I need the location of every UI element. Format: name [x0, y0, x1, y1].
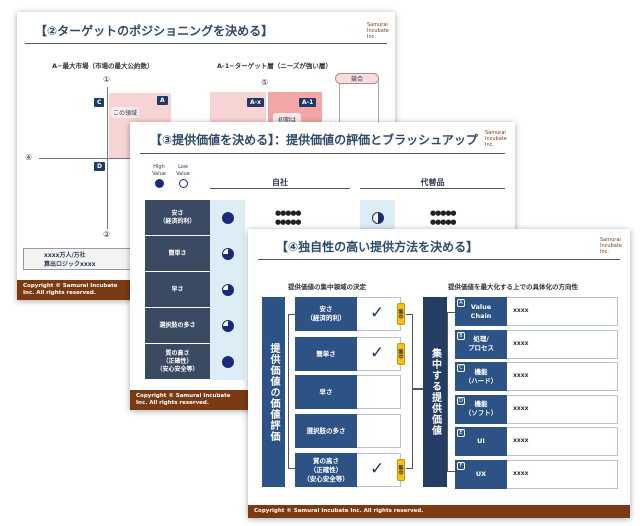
axis-label-2: ② — [103, 230, 111, 239]
slide-title: 【③提供価値を決める】：提供価値の評価とブラッシュアップ — [150, 133, 478, 147]
criterion-label: 簡単さ — [145, 236, 210, 271]
direction-letter: F — [457, 461, 465, 470]
criterion-label: 安さ （経済的利） — [145, 200, 210, 235]
company-logo: Samurai Incubate Inc. — [485, 130, 507, 148]
value-label: 早さ — [295, 375, 357, 409]
divider — [258, 259, 620, 260]
value-label: 質の高さ （正確性） （安心安全等） — [295, 453, 357, 487]
heading-max-market: A−最大市場（市場の最大公約数） — [52, 62, 154, 70]
heading-target-layer: A-1−ターゲット層（ニーズが強い層） — [217, 62, 332, 70]
divider — [25, 43, 387, 44]
self-score-cell — [210, 344, 245, 380]
self-note: ●●●●● ●●●●● — [275, 209, 302, 226]
self-score-cell — [210, 200, 245, 236]
direction-value: xxxx — [513, 372, 529, 379]
legend-low: Low Value — [172, 164, 194, 189]
competitor-label: 競合 — [335, 73, 379, 84]
direction-label: 処理/ プロセス — [455, 329, 507, 359]
alt-note: ●●●●● ●●●●● — [430, 209, 457, 226]
criterion-label: 選択肢の多さ — [145, 308, 210, 343]
slide-title: 【②ターゲットのポジショニングを決める】 — [35, 24, 274, 38]
direction-label: 機能 （ハード） — [455, 362, 507, 391]
bracket-directions — [447, 312, 455, 472]
half-value-icon — [371, 212, 384, 224]
focus-badge: 集中 — [397, 303, 405, 325]
note-a: この領域 — [111, 107, 140, 118]
footer-copyright: Copyright © Samurai Incubate Inc. All ri… — [136, 393, 231, 406]
quadrant-tag-c: C — [94, 98, 105, 107]
value-evaluation-bar: 提供価値の価値評価 — [262, 297, 285, 487]
value-label: 安さ （経済的利） — [295, 297, 357, 331]
legend-high: High Value — [148, 164, 170, 189]
focused-value-bar: 集中する提供価値 — [423, 297, 447, 487]
check-icon: ✓ — [370, 303, 385, 323]
legend-high-label: High Value — [152, 164, 166, 177]
high-value-icon — [154, 179, 164, 188]
direction-value: xxxx — [513, 307, 529, 314]
company-logo: Samurai Incubate Inc. — [600, 237, 622, 255]
criterion-label: 質の高さ （正確性） （安心安全等） — [145, 344, 210, 379]
score-pie-icon — [221, 320, 234, 332]
score-pie-icon — [221, 212, 234, 224]
score-pie-icon — [221, 248, 234, 260]
slide-delivery-method[interactable]: 【④独自性の高い提供方法を決める】 Samurai Incubate Inc. … — [248, 229, 630, 518]
score-pie-icon — [221, 284, 234, 296]
low-value-icon — [178, 179, 188, 188]
direction-letter: B — [457, 331, 465, 340]
score-pie-icon — [221, 356, 234, 368]
check-icon: ✓ — [370, 459, 385, 479]
column-self: 自社 — [210, 177, 350, 189]
heading-direction: 提供価値を最大化する上での具体化の方向性 — [448, 283, 578, 291]
direction-value: xxxx — [513, 404, 529, 412]
legend-low-label: Low Value — [176, 164, 190, 177]
divider — [140, 153, 505, 154]
quadrant-tag-ax: A-x — [247, 98, 265, 107]
market-size: xxxx万人/万社 — [44, 252, 86, 259]
direction-label: UX — [455, 459, 507, 489]
focus-badge: 集中 — [397, 343, 405, 365]
footer-copyright: Copyright © Samurai Incubate Inc. All ri… — [248, 505, 630, 518]
self-score-cell — [210, 272, 245, 308]
direction-letter: E — [457, 429, 465, 437]
quadrant-tag-a: A — [157, 96, 168, 105]
bracket-right — [406, 314, 413, 469]
quadrant-tag-d: D — [94, 162, 105, 171]
quadrant-tag-a1: A-1 — [299, 98, 317, 107]
value-label: 簡単さ — [295, 337, 357, 371]
direction-value: xxxx — [513, 437, 529, 444]
direction-value: xxxx — [513, 469, 529, 477]
check-icon: ✓ — [370, 343, 385, 363]
axis-label-4: ④ — [25, 153, 33, 162]
direction-label: 機能 （ソフト） — [455, 394, 507, 424]
axis-label-5: ⑤ — [261, 78, 269, 87]
focus-badge: 集中 — [397, 459, 405, 481]
value-label: 選択肢の多さ — [295, 414, 357, 448]
bracket-left — [288, 314, 295, 469]
direction-value: xxxx — [513, 339, 529, 347]
calc-logic: 算出ロジックxxxx — [44, 261, 96, 268]
direction-label: UI — [455, 427, 507, 456]
company-logo: Samurai Incubate Inc. — [367, 22, 389, 40]
direction-letter: D — [457, 396, 465, 405]
direction-letter: C — [457, 364, 465, 372]
self-score-cell — [210, 308, 245, 344]
self-score-cell — [210, 236, 245, 272]
axis-label-1: ① — [103, 75, 111, 84]
direction-letter: A — [457, 299, 465, 307]
criterion-label: 早さ — [145, 272, 210, 307]
heading-focus-area: 提供価値の集中領域の決定 — [288, 283, 366, 291]
direction-label: Value Chain — [455, 297, 507, 326]
arrow-connector — [413, 388, 423, 390]
slide-title: 【④独自性の高い提供方法を決める】 — [276, 240, 479, 254]
column-alternative: 代替品 — [360, 177, 505, 189]
footer-copyright: Copyright © Samurai Incubate Inc. All ri… — [23, 283, 118, 296]
